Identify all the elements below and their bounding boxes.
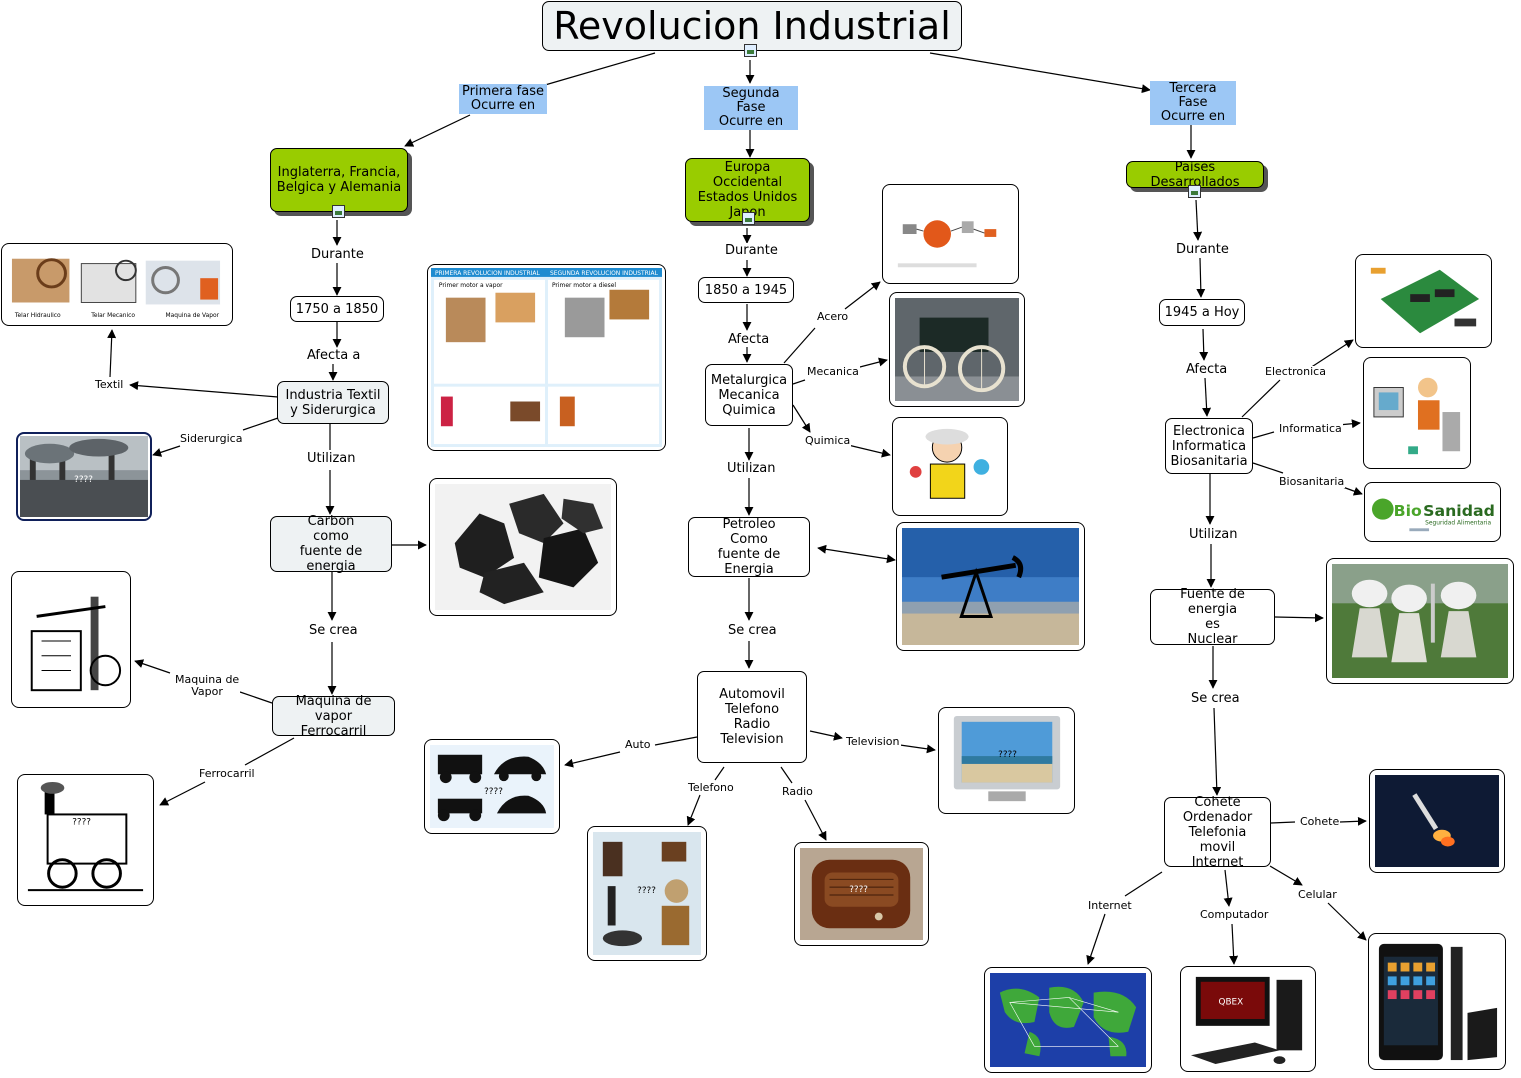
node-second-creation[interactable]: Automovil Telefono Radio Television <box>697 671 807 763</box>
node-third-energy[interactable]: Fuente de energia es Nuclear <box>1150 587 1275 647</box>
svg-text:????: ???? <box>998 750 1017 760</box>
svg-text:Telar Mecanico: Telar Mecanico <box>90 313 135 319</box>
phase-label-first: Primera fase Ocurre en <box>459 84 547 114</box>
svg-text:Primer motor a vapor: Primer motor a vapor <box>439 282 503 289</box>
link-label-se-crea: Se crea <box>308 623 359 638</box>
node-first-place[interactable]: Inglaterra, Francia, Belgica y Alemania <box>270 148 408 212</box>
image-train[interactable]: ???? <box>17 774 154 906</box>
link-label-internet: Internet <box>1087 899 1133 912</box>
image-revolution-infographic[interactable]: PRIMERA REVOLUCION INDUSTRIAL SEGUNDA RE… <box>427 264 666 451</box>
node-third-industry[interactable]: Electronica Informatica Biosanitaria <box>1165 418 1253 474</box>
node-third-period[interactable]: 1945 a Hoy <box>1159 299 1245 326</box>
link-label-celular: Celular <box>1297 888 1338 901</box>
node-second-place[interactable]: Europa Occidental Estados Unidos Japon <box>685 158 810 222</box>
svg-text:Maquina de Vapor: Maquina de Vapor <box>166 313 220 319</box>
link-label-ferrocarril: Ferrocarril <box>198 767 256 780</box>
link-label-utilizan: Utilizan <box>306 451 357 466</box>
node-third-creation[interactable]: Cohete Ordenador Telefonia movil Interne… <box>1164 795 1271 870</box>
link-label-acero: Acero <box>816 310 850 323</box>
node-second-energy[interactable]: Petroleo Como fuente de Energia <box>688 517 810 577</box>
svg-text:Seguridad Alimentaria: Seguridad Alimentaria <box>1425 521 1491 527</box>
image-steel-diagram[interactable] <box>882 184 1019 284</box>
node-second-period[interactable]: 1850 a 1945 <box>698 277 794 303</box>
link-label-durante-2: Durante <box>724 243 779 258</box>
svg-text:Telar Hidraulico: Telar Hidraulico <box>14 313 61 319</box>
image-circuit-board[interactable] <box>1355 254 1492 348</box>
link-label-afecta: Afecta <box>727 332 771 347</box>
node-first-period[interactable]: 1750 a 1850 <box>290 296 384 322</box>
image-world-network[interactable] <box>984 967 1152 1073</box>
phase-label-second: Segunda Fase Ocurre en <box>704 86 798 130</box>
svg-text:????: ???? <box>849 885 868 895</box>
image-smartphone[interactable] <box>1368 933 1506 1070</box>
link-label-siderurgica: Siderurgica <box>179 432 244 445</box>
svg-text:????: ???? <box>72 817 91 827</box>
link-label-durante-3: Durante <box>1175 242 1230 257</box>
svg-text:????: ???? <box>637 886 656 896</box>
image-attachment-icon[interactable] <box>742 212 755 225</box>
link-label-quimica: Quimica <box>804 434 852 447</box>
image-telephones[interactable]: ???? <box>587 826 707 961</box>
image-attachment-icon[interactable] <box>744 44 757 57</box>
link-label-auto: Auto <box>624 738 652 751</box>
image-siderurgica[interactable]: ???? <box>16 432 152 521</box>
image-old-car[interactable] <box>889 292 1025 407</box>
link-label-telefono: Telefono <box>687 781 735 794</box>
link-label-electronica: Electronica <box>1264 365 1327 378</box>
svg-text:Sanidad: Sanidad <box>1423 502 1495 520</box>
node-second-industry[interactable]: Metalurgica Mecanica Quimica <box>705 364 793 426</box>
svg-text:PRIMERA REVOLUCION INDUSTRIAL: PRIMERA REVOLUCION INDUSTRIAL <box>435 270 541 277</box>
image-rocket[interactable] <box>1369 769 1505 873</box>
svg-text:SEGUNDA REVOLUCION INDUSTRIAL: SEGUNDA REVOLUCION INDUSTRIAL <box>550 270 659 277</box>
svg-text:????: ???? <box>484 787 503 797</box>
image-oil-pump[interactable] <box>896 522 1085 651</box>
link-label-mecanica: Mecanica <box>806 365 860 378</box>
image-computer-user[interactable] <box>1363 357 1471 469</box>
image-steam-engine[interactable] <box>11 571 131 708</box>
link-label-se-crea-2: Se crea <box>727 623 778 638</box>
page-title: Revolucion Industrial <box>542 1 962 51</box>
phase-label-third: Tercera Fase Ocurre en <box>1150 81 1236 125</box>
image-looms[interactable]: Telar Hidraulico Telar Mecanico Maquina … <box>1 243 233 326</box>
svg-text:QBEX: QBEX <box>1218 997 1243 1007</box>
node-first-industry[interactable]: Industria Textil y Siderurgica <box>277 381 389 424</box>
image-scientist[interactable] <box>892 417 1008 516</box>
link-label-biosanitaria: Biosanitaria <box>1278 475 1346 488</box>
link-label-textil: Textil <box>94 378 125 391</box>
link-label-informatica: Informatica <box>1278 422 1343 435</box>
link-label-computador: Computador <box>1199 908 1270 921</box>
link-label-cohete: Cohete <box>1299 815 1341 828</box>
node-first-creation[interactable]: Maquina de vapor Ferrocarril <box>272 694 395 739</box>
node-first-energy[interactable]: Carbon como fuente de energia <box>270 514 392 574</box>
image-television[interactable]: ???? <box>938 707 1075 814</box>
link-label-maquina-vapor: Maquina de Vapor <box>174 673 241 698</box>
svg-text:????: ???? <box>74 475 93 485</box>
link-label-se-crea-3: Se crea <box>1190 691 1241 706</box>
svg-text:Bio: Bio <box>1394 502 1423 520</box>
image-nuclear-plant[interactable] <box>1326 558 1514 684</box>
node-third-place[interactable]: Paises Desarrollados <box>1126 160 1264 190</box>
image-desktop-computer[interactable]: QBEX <box>1180 966 1316 1072</box>
image-cars[interactable]: ???? <box>424 739 560 834</box>
link-label-afecta-3: Afecta <box>1185 362 1229 377</box>
image-attachment-icon[interactable] <box>1188 185 1201 198</box>
link-label-utilizan-3: Utilizan <box>1188 527 1239 542</box>
link-label-television: Television <box>845 735 901 748</box>
svg-text:Primer motor a diesel: Primer motor a diesel <box>552 282 616 289</box>
link-label-utilizan-2: Utilizan <box>726 461 777 476</box>
image-biosanidad-logo[interactable]: Bio Sanidad Seguridad Alimentaria <box>1364 482 1501 542</box>
image-attachment-icon[interactable] <box>332 205 345 218</box>
link-label-afecta-a: Afecta a <box>306 348 362 363</box>
link-label-radio: Radio <box>781 785 814 798</box>
image-radio[interactable]: ???? <box>794 842 929 946</box>
image-coal[interactable] <box>429 478 617 616</box>
link-label-durante: Durante <box>310 247 365 262</box>
